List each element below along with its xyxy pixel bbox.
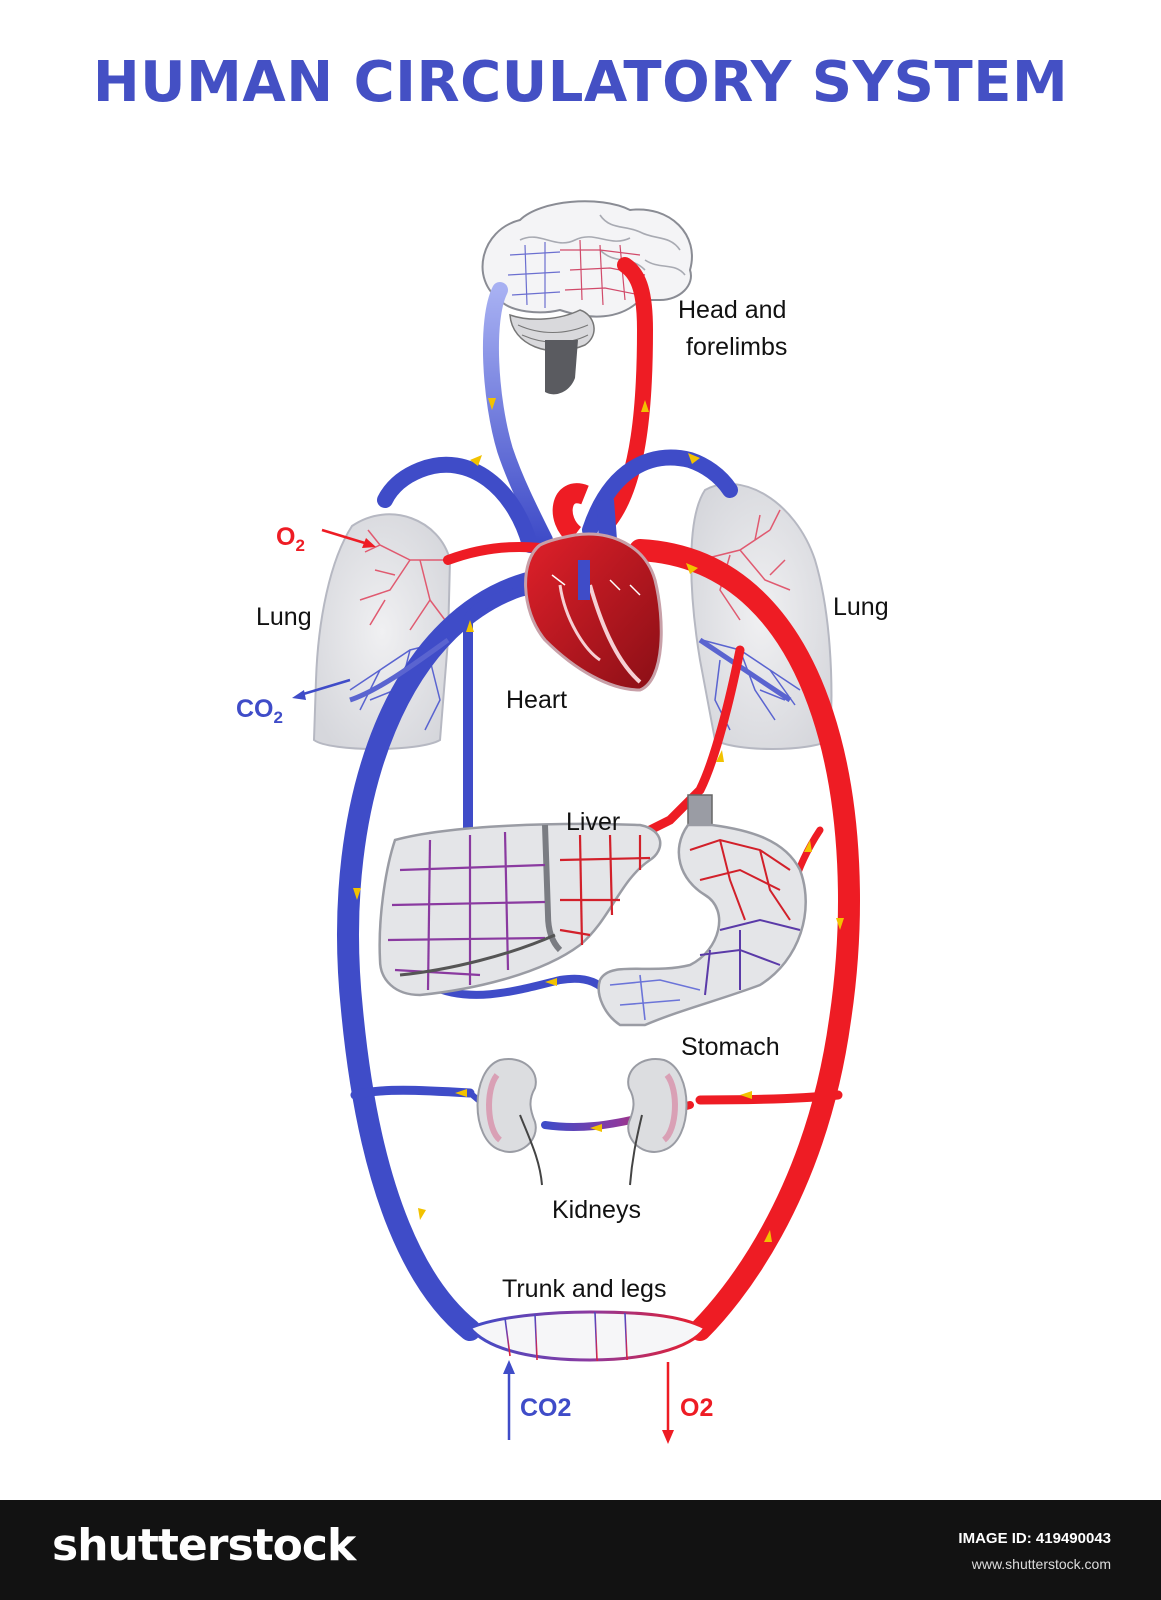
label-kidneys: Kidneys [552, 1196, 641, 1224]
label-o2-lung: O2 [276, 523, 305, 555]
label-forelimbs: forelimbs [686, 333, 787, 361]
brain-organ [481, 200, 693, 395]
o2-legs-arrow [662, 1362, 674, 1444]
heart-organ [524, 483, 663, 692]
circulatory-diagram: Head and forelimbs Lung Lung Heart Liver… [236, 200, 889, 1444]
label-co2-lung: CO2 [236, 695, 283, 727]
label-head: Head and [678, 296, 786, 324]
trunk-capillary-bed [467, 1310, 708, 1362]
image-id: IMAGE ID: 419490043 [958, 1530, 1111, 1547]
brand-logo: shutterstock [52, 1520, 356, 1571]
label-stomach: Stomach [681, 1033, 780, 1061]
site-url: www.shutterstock.com [971, 1556, 1111, 1572]
co2-lung-arrow [292, 678, 351, 700]
footer-bar: shutterstock IMAGE ID: 419490043 www.shu… [0, 1500, 1161, 1600]
flow-arrows [353, 398, 844, 1242]
label-liver: Liver [566, 808, 620, 836]
label-lung-left: Lung [256, 603, 312, 631]
label-co2-legs: CO2 [520, 1394, 571, 1422]
label-heart: Heart [506, 686, 567, 714]
label-o2-legs: O2 [680, 1394, 713, 1422]
label-trunk-legs: Trunk and legs [502, 1275, 666, 1303]
label-lung-right: Lung [833, 593, 889, 621]
kidneys-organ [476, 1058, 688, 1186]
stomach-organ [597, 794, 807, 1027]
page-title: HUMAN CIRCULATORY SYSTEM [92, 50, 1069, 115]
co2-legs-arrow [503, 1360, 515, 1440]
liver-organ [378, 822, 662, 997]
o2-lung-arrow [321, 528, 376, 548]
